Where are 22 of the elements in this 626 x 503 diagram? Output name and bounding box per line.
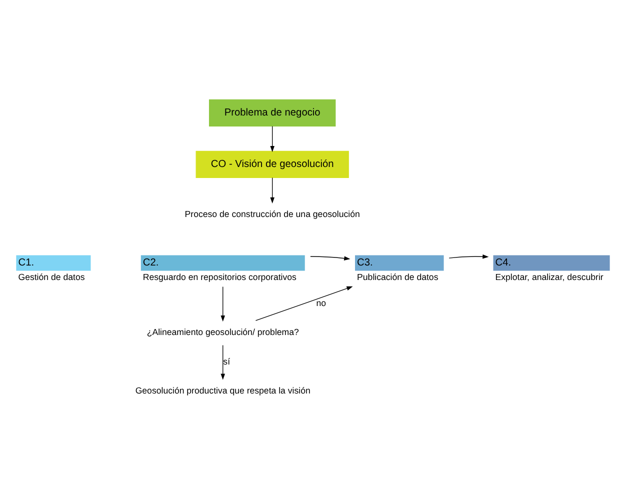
node-box: C3.	[355, 255, 444, 271]
arrow	[310, 256, 350, 260]
node-box: CO - Visión de geosolución	[196, 150, 349, 178]
node-box: C1.	[16, 255, 91, 271]
node-box: C4.	[493, 255, 610, 271]
node-box: Problema de negocio	[208, 99, 336, 126]
edge-label: no	[316, 298, 326, 308]
node-box: C2.	[140, 255, 305, 271]
node-text: ¿Alineamiento geosolución/ problema?	[146, 327, 299, 338]
edge-label: sí	[223, 356, 230, 366]
arrow	[220, 344, 226, 380]
arrow	[255, 286, 353, 321]
node-label: Gestión de datos	[18, 272, 85, 282]
node-label: Publicación de datos	[357, 272, 438, 282]
arrow	[270, 177, 274, 204]
node-text: Proceso de construcción de una geosolución	[184, 209, 360, 220]
node-text: Geosolución productiva que respeta la visión	[135, 385, 310, 396]
arrow	[220, 286, 226, 322]
node-label: Resguardo en repositorios corporativos	[142, 272, 296, 282]
arrow	[448, 254, 489, 259]
arrow	[270, 126, 274, 152]
node-label: Explotar, analizar, descubrir	[495, 272, 604, 282]
